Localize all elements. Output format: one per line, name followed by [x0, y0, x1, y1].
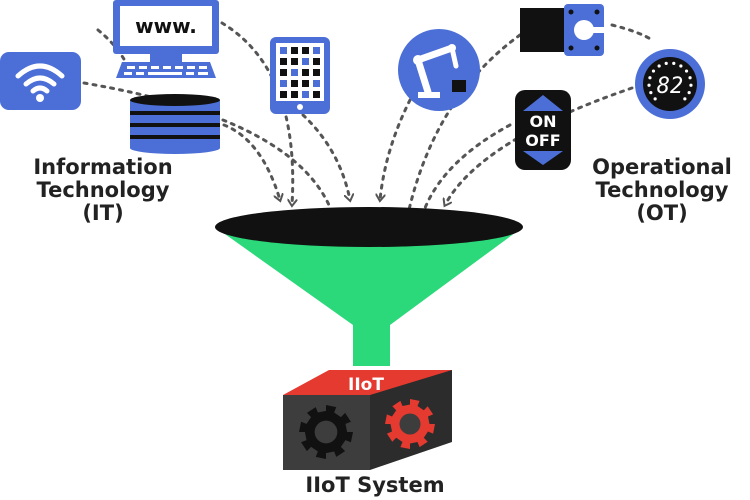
ot-label: Operational Technology (OT)	[574, 156, 750, 225]
on-off-switch-icon: ON OFF	[515, 90, 571, 170]
it-label-line: Information	[33, 155, 173, 179]
robot-arm-icon	[398, 29, 480, 111]
tablet-icon	[270, 37, 330, 114]
motor-icon	[520, 4, 612, 56]
system-label: IIoT System	[305, 473, 445, 497]
arrow-from-motor	[405, 33, 522, 228]
arrow-from-wifi	[82, 81, 333, 215]
arrow-from-gauge	[445, 86, 634, 205]
computer-icon: www.	[113, 0, 219, 78]
ot-label-line: Technology	[595, 178, 729, 202]
ot-label-line: Operational	[592, 155, 732, 179]
gear-icon	[385, 399, 435, 449]
cube-label: IIoT	[348, 375, 384, 395]
it-label-line: (IT)	[82, 201, 124, 225]
arrow-from-robot	[380, 98, 412, 200]
arrow-from-motor-right	[610, 23, 654, 42]
arrow-from-tablet	[301, 113, 350, 200]
it-label: Information Technology (IT)	[8, 156, 198, 225]
database-icon	[130, 94, 220, 154]
computer-screen-text: www.	[135, 14, 197, 38]
gauge-readout: 82	[657, 74, 684, 99]
arrow-from-database	[222, 123, 280, 200]
ot-label-line: (OT)	[636, 201, 688, 225]
gear-icon	[299, 405, 353, 459]
switch-off-label: OFF	[525, 131, 560, 150]
gauge-icon: 82	[635, 49, 705, 119]
arrow-from-switch	[423, 123, 512, 210]
wifi-icon	[0, 52, 81, 110]
it-label-line: Technology	[36, 178, 170, 202]
funnel	[215, 207, 523, 366]
switch-on-label: ON	[530, 112, 557, 131]
iiot-cube: IIoT	[283, 370, 452, 470]
